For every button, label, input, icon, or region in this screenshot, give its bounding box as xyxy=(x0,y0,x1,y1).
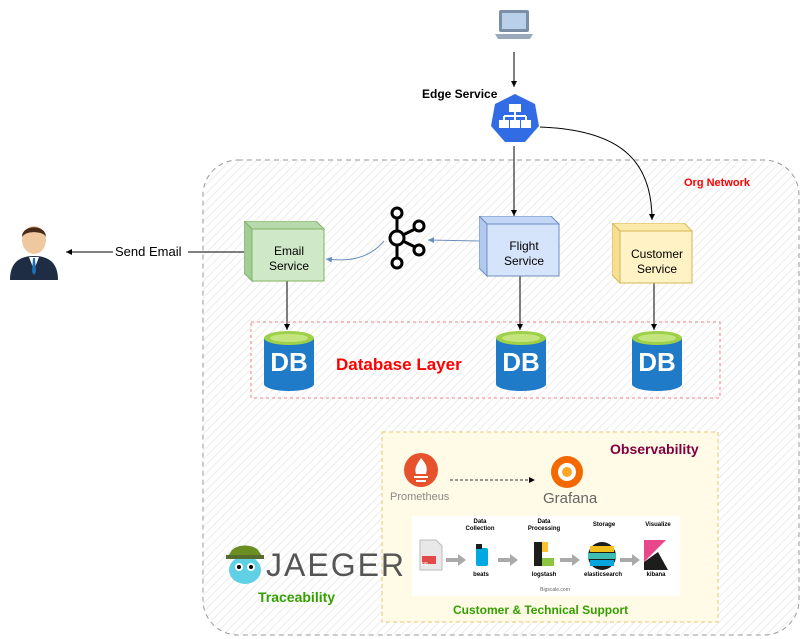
customer-db-icon xyxy=(632,331,682,391)
elasticsearch-icon xyxy=(588,542,616,570)
email-service-label: Email Service xyxy=(252,244,326,274)
flight-db-label: DB xyxy=(502,347,540,377)
elk-tool-log: log xyxy=(421,561,428,567)
kibana-icon xyxy=(644,540,668,570)
observability-label: Observability xyxy=(610,441,699,457)
user-avatar-icon xyxy=(10,226,58,280)
elk-stage-processing: Data Processing xyxy=(527,519,561,532)
email-db-label: DB xyxy=(270,347,308,377)
traceability-label: Traceability xyxy=(258,589,336,605)
flight-service-label-line1: Flight xyxy=(509,239,539,253)
email-db-icon xyxy=(264,331,314,391)
send-email-label: Send Email xyxy=(115,244,182,259)
customer-db-label: DB xyxy=(638,347,676,377)
laptop-icon xyxy=(495,10,533,39)
flight-db-icon xyxy=(496,331,546,391)
email-service-box xyxy=(244,221,326,283)
customer-service-box xyxy=(612,223,694,285)
database-layer-label: Database Layer xyxy=(336,355,462,374)
customer-service-label: Customer Service xyxy=(620,247,694,277)
email-service-label-line1: Email xyxy=(273,244,304,258)
flight-service-label: Flight Service xyxy=(487,239,561,269)
kafka-icon xyxy=(388,206,426,270)
prometheus-icon xyxy=(404,453,438,487)
support-label: Customer & Technical Support xyxy=(453,603,629,617)
elk-panel xyxy=(412,516,680,596)
beats-icon xyxy=(476,544,488,566)
elk-stage-visualize: Visualize xyxy=(645,522,671,528)
logstash-icon xyxy=(534,542,554,566)
email-service-label-line2: Service xyxy=(268,259,309,273)
log-file-icon xyxy=(419,539,443,571)
customer-service-label-line1: Customer xyxy=(630,247,683,261)
database-layer-frame xyxy=(250,321,721,399)
grafana-label: Grafana xyxy=(543,490,598,507)
jaeger-label: JAEGER xyxy=(266,547,407,583)
flight-service-box xyxy=(479,216,561,278)
edge-service-label: Edge Service xyxy=(422,87,498,101)
elk-stage-storage: Storage xyxy=(592,522,616,528)
flight-service-label-line2: Service xyxy=(503,254,544,268)
jaeger-gopher-icon xyxy=(226,545,264,584)
org-network-label: Org Network xyxy=(684,177,751,189)
grafana-icon xyxy=(551,456,583,488)
elk-tool-logstash: logstash xyxy=(531,572,557,578)
elk-tool-elasticsearch: elasticsearch xyxy=(583,572,623,578)
elk-tool-beats: beats xyxy=(473,572,489,578)
elk-tool-kibana: kibana xyxy=(646,572,666,578)
elk-pipeline-icons xyxy=(419,539,668,571)
customer-service-label-line2: Service xyxy=(636,262,677,276)
elk-stage-collection: Data Collection xyxy=(465,519,495,532)
edge-service-icon xyxy=(491,94,539,142)
prometheus-label: Prometheus xyxy=(390,491,450,503)
elk-footer: Bigscale.com xyxy=(540,587,570,593)
